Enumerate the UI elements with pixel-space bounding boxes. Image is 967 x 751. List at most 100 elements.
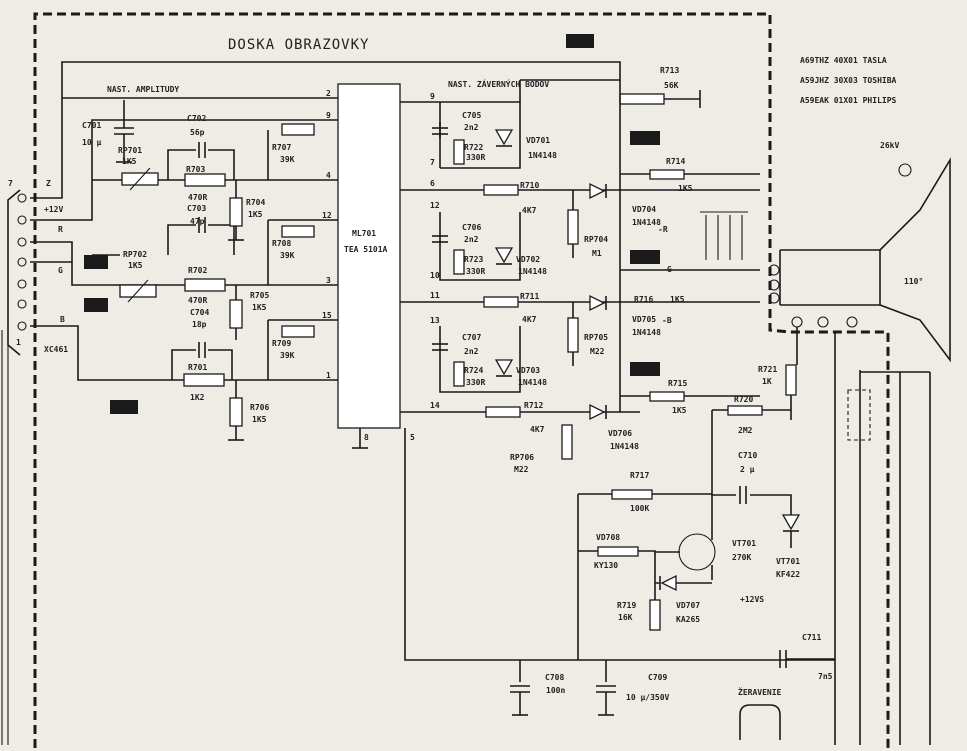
tube-model-2: A59JHZ 30X03 TOSHIBA [800,76,897,85]
R721-ref: R721 [758,365,777,374]
R710-ref: R710 [520,181,539,190]
R720-ref: R720 [734,395,753,404]
C704-ref: C704 [190,308,209,317]
cutoff-label: NAST. ZÁVERNÝCH BODOV [448,78,549,89]
C703-ref: C703 [187,204,206,213]
R702-value: 470R [188,296,207,305]
ic-pin-2: 2 [326,89,331,98]
pin-1-label: 1 [16,338,21,347]
R720-resistor [727,405,763,416]
R716-ref: R716 [634,295,653,304]
RP705-value: M22 [590,347,605,356]
R717-ref: R717 [630,471,649,480]
RP702-value: 1K5 [128,261,143,270]
ic-pin-4: 4 [326,171,331,180]
supply-label: +12V [44,205,63,214]
ic-pin-8: 8 [364,433,369,442]
R723-resistor [453,249,465,275]
R715-ref: R715 [668,379,687,388]
RP704-ref: RP704 [584,235,608,244]
RP701-ref: RP701 [118,146,142,155]
R724-resistor [453,361,465,387]
ic-pin-12: 12 [322,211,332,220]
R715-value: 1K5 [672,406,687,415]
r-out-label: -R [658,225,668,234]
C710-ref: C710 [738,451,757,460]
ic-part: TEA 5101A [344,245,388,254]
tube-model-3: A59EAK 01X01 PHILIPS [800,96,897,105]
pin-b-label: B [60,315,65,324]
R722-ref: R722 [464,143,483,152]
C709-ref: C709 [648,673,667,682]
C703-leads [167,224,235,255]
R723-value: 330R [466,267,485,276]
b-out-label: -B [662,316,672,325]
VD705-ref: VD705 [632,315,656,324]
tube-model-1: A69THZ 40X01 TASLA [800,56,887,65]
R701-value: 1K2 [190,393,205,402]
test-point-box-1 [84,255,108,269]
R702-ref: R702 [188,266,207,275]
R704-ref: R704 [246,198,265,207]
wire-c706-loop [439,212,521,281]
C708-ref: C708 [545,673,564,682]
crt-socket [779,249,881,306]
VD702-diode [494,247,514,264]
R710-value: 4K7 [522,206,537,215]
spark-gap-array [700,211,748,260]
ic-rpin-9: 9 [430,92,435,101]
C701-ref: C701 [82,121,101,130]
VD703-diode [494,359,514,376]
R705-ref: R705 [250,291,269,300]
R722-resistor [453,139,465,165]
C709-value: 10 μ/350V [626,693,670,702]
VD707-value: KA265 [676,615,700,624]
ic-rpin-13a: 13 [430,316,440,325]
R713-resistor [619,93,665,105]
R705-resistor [229,299,243,329]
R719-value: 16K [618,613,633,622]
wire-VT701 [655,495,713,580]
R703-resistor [184,173,226,187]
ic-rpin-14: 14 [430,401,440,410]
VD708-diode [781,514,801,531]
R703-value: 470R [188,193,207,202]
C701-value: 10 μ [82,138,101,147]
VD705-value: 1N4148 [632,328,661,337]
R707-value: 39K [280,155,295,164]
RP704-value: M1 [592,249,602,258]
ic-rpin-7: 7 [430,158,435,167]
R712-value: 4K7 [530,425,545,434]
C702-ref: C702 [187,114,206,123]
R721-value: 1K [762,377,772,386]
R711-value: 4K7 [522,315,537,324]
R717-value: 100K [630,504,649,513]
VT701-value: 270K [732,553,751,562]
R704-resistor [229,197,243,227]
supply-vs-label: +12VS [740,595,764,604]
VD701-ref: VD701 [526,136,550,145]
R711-ref: R711 [520,292,539,301]
RP706-value: M22 [514,465,529,474]
input-connector [1,189,27,745]
wire-right-verticals [834,332,931,745]
VD708-ref: VT701 [776,557,800,566]
R706-ref: R706 [250,403,269,412]
ic-rpin-12: 12 [430,201,440,210]
test-point-box-7 [630,362,660,376]
R710-resistor [483,184,519,196]
C707-value: 2n2 [464,347,479,356]
hv-terminal [898,163,912,177]
VD704-value: 1N4148 [632,218,661,227]
VD701-value: 1N4148 [528,151,557,160]
RP702-arrow [127,279,149,303]
VD702-value: 1N4148 [518,267,547,276]
wire-R718 [578,550,656,600]
tube-angle-label: 110° [904,277,923,286]
ic-rpin-10: 10 [430,271,440,280]
VD708-value: KF422 [776,570,800,579]
R716-value: 1K5 [670,295,685,304]
test-point-box-6 [630,250,660,264]
R722-value: 330R [466,153,485,162]
